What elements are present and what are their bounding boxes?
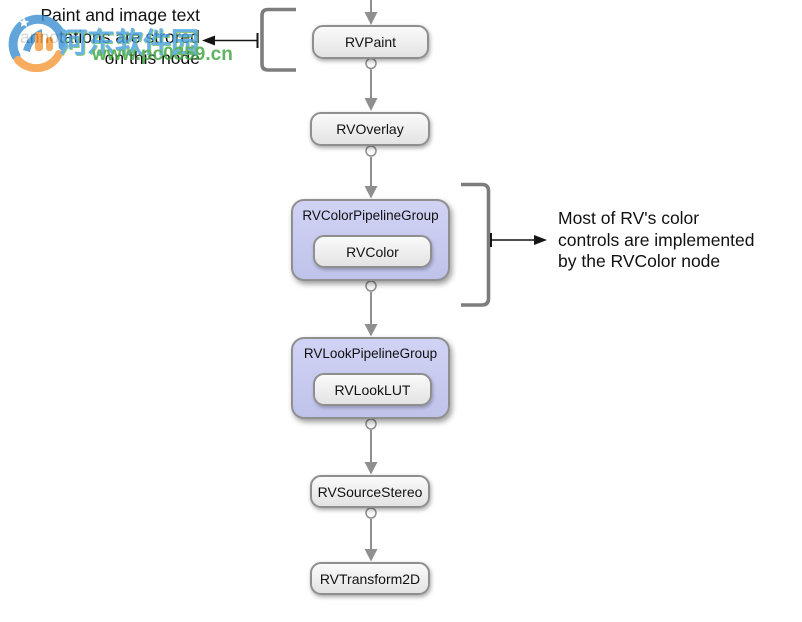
node-rvoverlay: RVOverlay [310,112,430,146]
annotation-color-line2: controls are implemented [558,229,755,250]
bracket-colorgroup [461,182,491,307]
annotation-arrowhead-left [202,35,215,46]
arrowhead-into-transform2d [364,549,378,562]
output-port-rvpaint [365,57,377,70]
annotation-arrowhead-right [534,235,547,245]
annotation-paint: Paint and image text annotations are str… [0,5,200,70]
output-port-sourcestereo [365,507,377,519]
annotation-color-line3: by the RVColor node [558,251,721,271]
annotation-paint-line2: annotations are strored [20,26,200,47]
node-rvcolor: RVColor [313,235,432,268]
node-rvpaint-label: RVPaint [344,34,397,50]
node-rvoverlay-label: RVOverlay [336,121,404,137]
node-rvlooklut-label: RVLookLUT [334,381,411,398]
arrowhead-into-lookgroup [364,324,378,337]
node-rvsourcestereo: RVSourceStereo [310,475,430,508]
arrowhead-into-rvpaint [364,12,378,25]
group-rvlookpipeline-label: RVLookPipelineGroup [303,346,438,361]
node-rvtransform2d-label: RVTransform2D [319,570,421,587]
node-rvpaint: RVPaint [312,25,429,59]
annotation-paint-line3: on this node [104,48,200,68]
node-rvtransform2d: RVTransform2D [310,562,430,595]
arrowhead-into-rvoverlay [364,98,378,111]
arrowhead-into-sourcestereo [364,462,378,475]
bracket-rvpaint [260,7,296,72]
group-rvcolorpipeline-label: RVColorPipelineGroup [302,208,439,223]
node-rvcolor-label: RVColor [346,243,399,260]
output-port-lookgroup [365,418,377,430]
group-rvlookpipeline: RVLookPipelineGroup RVLookLUT [291,337,450,419]
group-rvcolorpipeline: RVColorPipelineGroup RVColor [291,199,450,281]
annotation-paint-line1: Paint and image text [40,5,200,25]
output-port-colorgroup [365,280,377,292]
node-rvsourcestereo-label: RVSourceStereo [317,483,423,500]
node-rvlooklut: RVLookLUT [313,373,432,406]
annotation-color-line1: Most of RV's color [558,208,700,228]
output-port-rvoverlay [365,145,377,157]
annotation-color: Most of RV's color controls are implemen… [558,208,773,273]
arrowhead-into-colorgroup [364,186,378,199]
